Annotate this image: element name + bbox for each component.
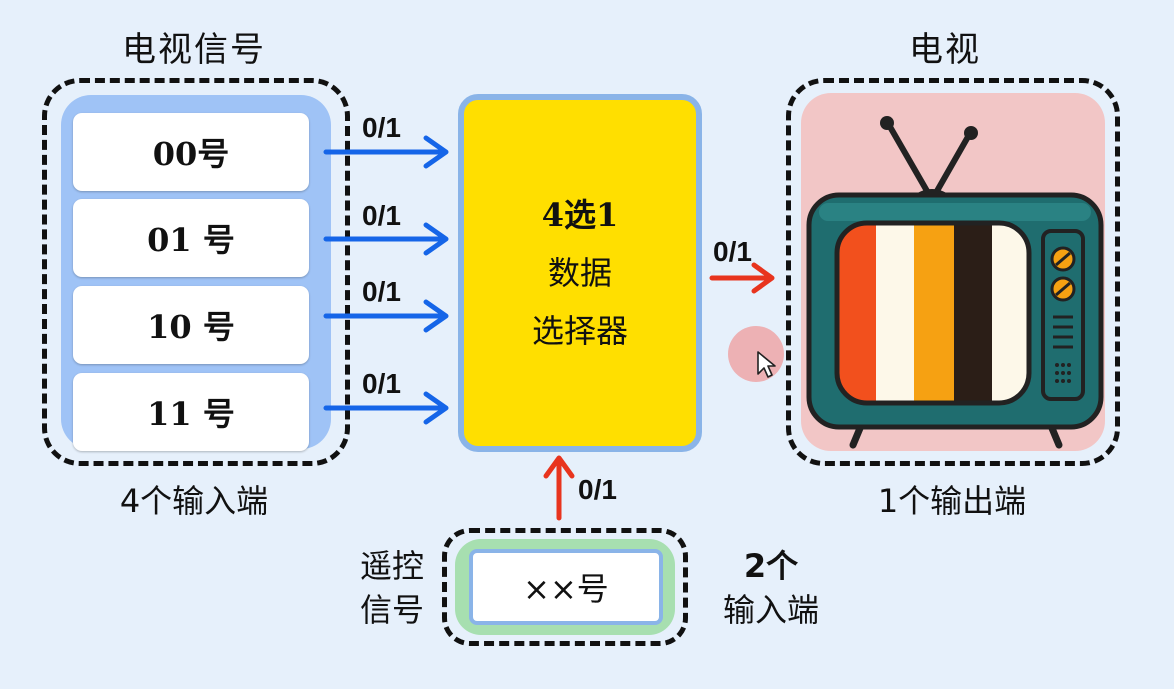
signal-item-00: 00号	[73, 113, 309, 191]
multiplexer-block: 4选1 数据 选择器	[458, 94, 702, 452]
remote-count-line2: 输入端	[722, 591, 819, 629]
signals-panel: 00号 01 号 10 号 11 号	[61, 95, 331, 451]
signals-caption: 4个输入端	[119, 482, 269, 520]
input-bit-label-1: 0/1	[362, 112, 401, 143]
signals-title: 电视信号	[122, 30, 266, 70]
tv-title: 电视	[909, 30, 981, 70]
output-bit-label: 0/1	[713, 236, 752, 267]
input-arrow-3	[323, 299, 449, 333]
remote-signal-value: ××号	[469, 549, 663, 625]
remote-label: 遥控 信号	[348, 544, 436, 632]
remote-count-line1: 2个	[743, 547, 799, 585]
mux-label-data: 数据	[547, 254, 612, 292]
select-bit-label: 0/1	[578, 474, 617, 505]
input-bit-label-2: 0/1	[362, 200, 401, 231]
tv-caption: 1个输出端	[877, 482, 1027, 520]
tv-icon	[806, 116, 1104, 449]
remote-label-line1: 遥控	[359, 547, 424, 585]
signal-item-11: 11 号	[73, 373, 309, 451]
tv-group	[786, 78, 1120, 466]
mux-label-4to1: 4选1	[541, 196, 619, 234]
signals-group: 00号 01 号 10 号 11 号	[42, 78, 350, 466]
mux-label-selector: 选择器	[531, 312, 628, 350]
output-arrow	[709, 262, 775, 294]
select-arrow	[543, 455, 575, 521]
remote-group: ××号	[442, 528, 688, 646]
input-bit-label-3: 0/1	[362, 276, 401, 307]
signal-item-10: 10 号	[73, 286, 309, 364]
input-arrow-1	[323, 135, 449, 169]
remote-input-count: 2个 输入端	[696, 544, 846, 632]
input-arrow-4	[323, 391, 449, 425]
input-bit-label-4: 0/1	[362, 368, 401, 399]
input-arrows	[323, 135, 449, 425]
cursor-highlight	[728, 326, 784, 382]
input-arrow-2	[323, 222, 449, 256]
signal-item-01: 01 号	[73, 199, 309, 277]
remote-label-line2: 信号	[359, 591, 424, 629]
mouse-cursor-icon	[757, 351, 776, 378]
